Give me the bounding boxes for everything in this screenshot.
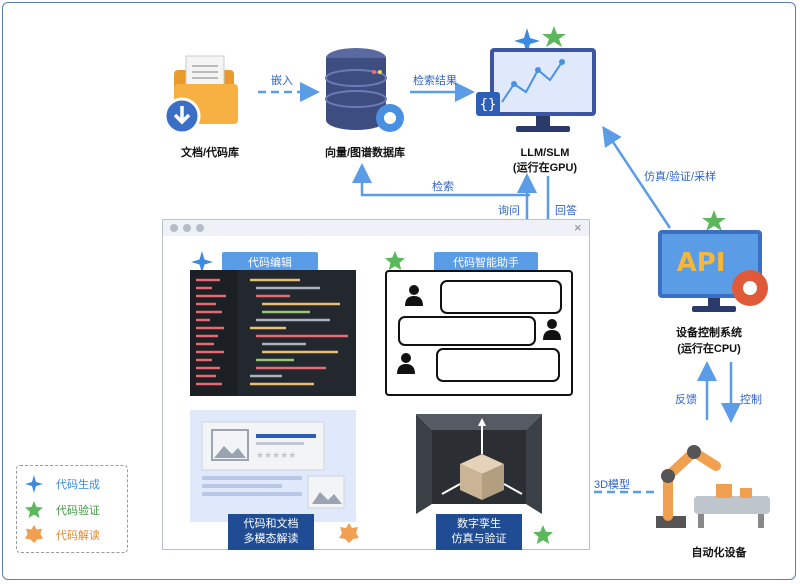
window-close-icon[interactable]: × (574, 220, 582, 235)
document-preview: ★★★★★ (190, 410, 356, 522)
window-dot-3[interactable] (196, 224, 204, 232)
chat-bubble-user-1 (440, 280, 562, 314)
digital-twin-scene (416, 414, 542, 514)
edge-label-embed: 嵌入 (271, 75, 293, 87)
arrow-retrieve (352, 163, 530, 197)
multimodal-line2: 多模态解读 (243, 533, 299, 545)
badge-icon (339, 523, 359, 543)
tab-code-assistant[interactable]: 代码智能助手 (434, 252, 538, 274)
window-titlebar (163, 220, 589, 236)
tab-code-editing[interactable]: 代码编辑 (222, 252, 318, 274)
edge-label-3d-model: 3D模型 (594, 479, 631, 491)
database-icon (325, 48, 404, 132)
edge-label-query: 询问 (498, 205, 520, 217)
edge-label-control: 控制 (740, 394, 762, 406)
edge-label-retrieve: 检索 (432, 181, 454, 193)
digital-twin-line2: 仿真与验证 (451, 533, 507, 545)
llm-label-line1: LLM/SLM (520, 147, 570, 159)
llm-label-line2: (运行在GPU) (512, 162, 578, 174)
docs-label: 文档/代码库 (180, 147, 240, 159)
automation-label: 自动化设备 (691, 547, 747, 559)
assistant-avatar-icon (543, 319, 561, 340)
legend-label-generate: 代码生成 (56, 479, 100, 491)
edge-label-feedback: 反馈 (675, 394, 697, 406)
sparkle-icon (191, 251, 213, 273)
svg-text:{}: {} (480, 97, 497, 113)
star-icon (385, 251, 405, 270)
legend-label-verify: 代码验证 (56, 505, 100, 517)
legend-label-interpret: 代码解读 (56, 530, 100, 542)
edge-label-simulate: 仿真/验证/采样 (644, 171, 717, 183)
api-monitor-icon (658, 210, 768, 312)
arrow-simulate (602, 125, 672, 229)
window-dot-1[interactable] (170, 224, 178, 232)
folder-icon (163, 55, 238, 135)
legend (16, 465, 128, 553)
user-avatar-icon-2 (397, 353, 415, 374)
device-label-line1: 设备控制系统 (676, 327, 742, 339)
chat-bubble-user-2 (436, 348, 560, 382)
robot-arm-icon (656, 445, 770, 528)
chat-bubble-assistant (398, 316, 536, 346)
svg-text:★★★★★: ★★★★★ (256, 450, 296, 460)
device-label-line2: (运行在CPU) (677, 343, 741, 355)
legend-badge-icon (25, 525, 43, 543)
user-avatar-icon (405, 285, 423, 306)
edge-label-answer: 回答 (555, 205, 577, 217)
tab-digital-twin[interactable]: 数字孪生 仿真与验证 (436, 514, 522, 550)
multimodal-line1: 代码和文档 (243, 518, 299, 530)
tab-multimodal[interactable]: 代码和文档 多模态解读 (228, 514, 314, 550)
vectordb-label: 向量/图谱数据库 (324, 147, 406, 159)
legend-star-icon (25, 501, 43, 518)
digital-twin-line1: 数字孪生 (457, 518, 501, 530)
api-text: API (676, 248, 726, 278)
star-icon-2 (533, 525, 553, 544)
edge-label-retrieval-result: 检索结果 (413, 75, 457, 87)
llm-monitor-icon: {} (476, 26, 596, 132)
window-dot-2[interactable] (183, 224, 191, 232)
legend-sparkle-icon (25, 475, 43, 493)
code-editor[interactable] (190, 270, 356, 396)
